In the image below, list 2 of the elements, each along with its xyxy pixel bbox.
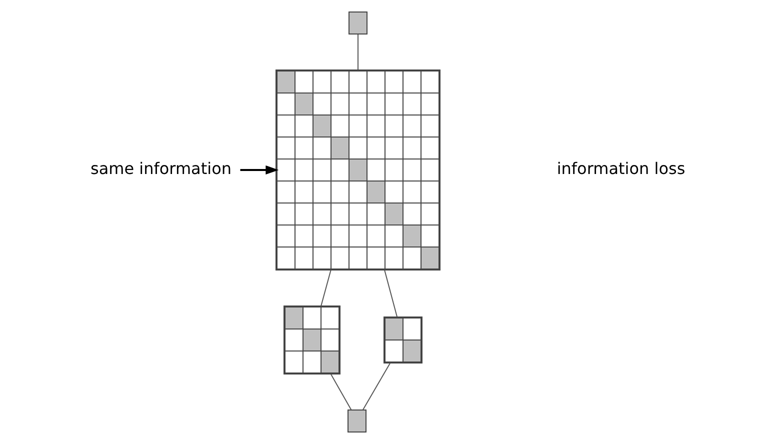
node-text: same information (90, 158, 232, 178)
label: information loss (556, 158, 686, 178)
